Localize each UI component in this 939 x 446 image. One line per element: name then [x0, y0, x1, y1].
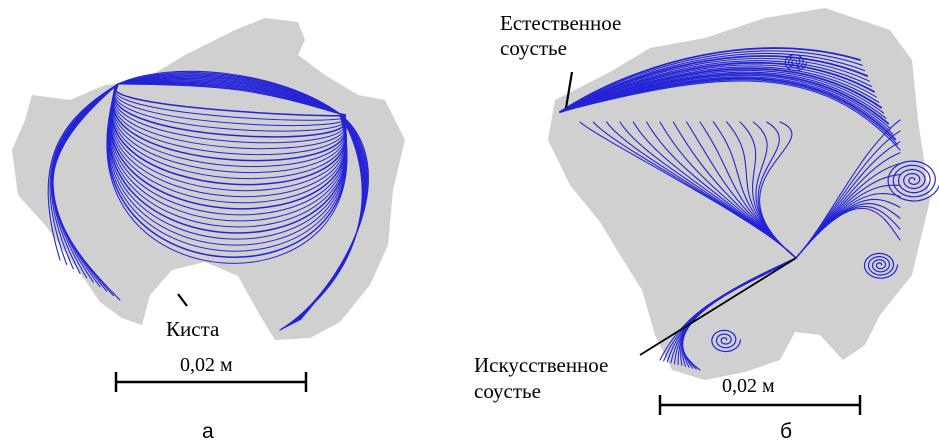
panel-a: Киста 0,02 м а	[12, 18, 405, 443]
panel-b-artificial-label-line2: соустье	[474, 379, 541, 403]
panel-b-letter: б	[780, 420, 792, 443]
panel-b-natural-label-line1: Естественное	[500, 11, 621, 35]
panel-b: Естественное соустье Искусственное соуст…	[474, 8, 939, 443]
panel-a-annotation-leader	[178, 294, 187, 306]
panel-a-annotation: Киста	[166, 317, 220, 341]
panel-b-natural-label-line2: соустье	[500, 36, 567, 60]
panel-a-scale-label: 0,02 м	[180, 354, 233, 376]
panel-b-scale-label: 0,02 м	[722, 375, 775, 397]
panel-a-domain	[12, 18, 405, 340]
panel-b-scale-bar	[660, 395, 860, 415]
panel-a-letter: а	[202, 420, 214, 443]
panel-b-artificial-label-line1: Искусственное	[474, 353, 608, 377]
